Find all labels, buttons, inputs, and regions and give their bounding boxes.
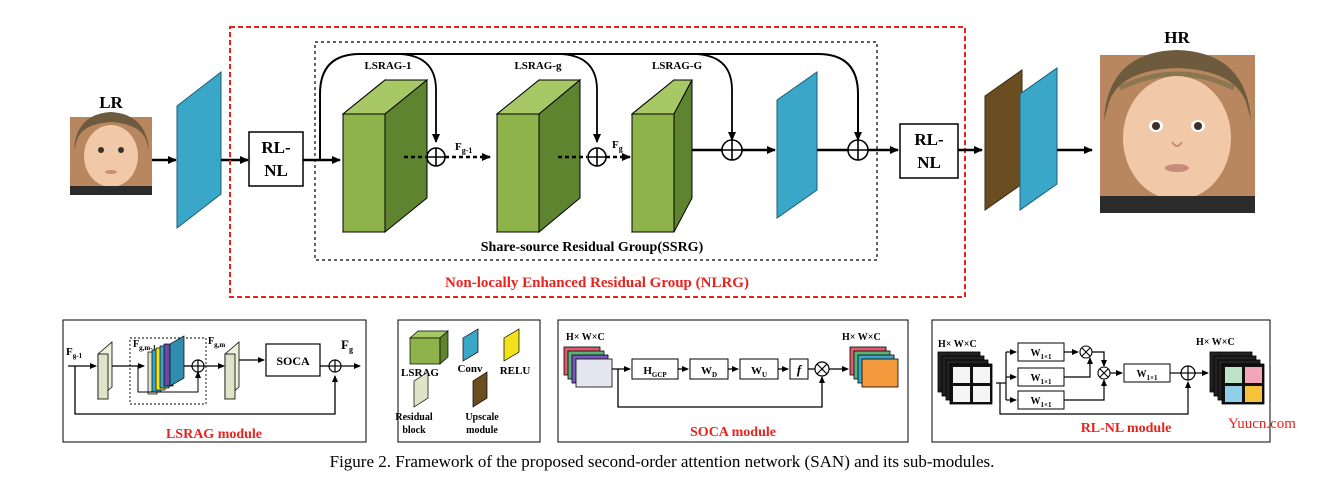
rlnl-in-line2: NL bbox=[264, 161, 288, 180]
sum-node-4 bbox=[847, 139, 869, 161]
rlnl-arrow-w2-mul1 bbox=[1064, 357, 1093, 378]
rlnl-sum-node bbox=[1180, 365, 1196, 381]
hr-label: HR bbox=[1164, 28, 1190, 47]
legend-relu-icon bbox=[503, 328, 520, 362]
f-g-label: Fg bbox=[612, 139, 623, 153]
skip-to-sum1 bbox=[395, 53, 440, 143]
conv-slab-ssrg bbox=[776, 71, 818, 219]
rlnl-multiply-node-2 bbox=[1097, 366, 1111, 380]
rlnl-arrow-w3-mul2 bbox=[1064, 379, 1107, 401]
rlnl-w-label-1: W1×1 bbox=[1031, 348, 1052, 361]
legend-residual-line2: block bbox=[402, 425, 426, 436]
sum-node-1 bbox=[426, 147, 446, 167]
lsrag-f-in-label: Fg-1 bbox=[66, 346, 83, 360]
legend-upscale-icon bbox=[472, 371, 488, 408]
lsrag-soca-box bbox=[265, 343, 321, 377]
legend-lsrag-icon bbox=[409, 330, 449, 365]
lsrag-inner-skip bbox=[137, 366, 201, 393]
share-source-skip bbox=[319, 53, 862, 160]
lsrag-inner-dashed bbox=[129, 337, 207, 405]
watermark-text: Yuucn.com bbox=[1228, 416, 1296, 432]
rlnl-out-line1: RL- bbox=[914, 130, 944, 149]
lsrag-residual-block-2 bbox=[224, 341, 240, 400]
legend-upscale-line2: module bbox=[466, 425, 498, 436]
soca-wu-label: WU bbox=[751, 365, 767, 379]
f-gm1-label: Fg-1 bbox=[455, 141, 472, 155]
lsrag-g-block bbox=[495, 78, 582, 234]
rlnl-w-label-4: W1×1 bbox=[1137, 369, 1158, 382]
rlnl-dims-in: H× W×C bbox=[938, 339, 977, 350]
lsrag-f-out-label: Fg bbox=[341, 337, 353, 354]
soca-module-panel bbox=[557, 319, 909, 443]
lsrag-G-block bbox=[630, 78, 693, 234]
upscale-slab bbox=[984, 69, 1023, 211]
legend-upscale-line1: Upscale bbox=[465, 412, 499, 423]
lsrag-sum-out bbox=[328, 359, 342, 373]
legend-residual-line1: Residual bbox=[395, 412, 432, 423]
rlnl-out-line2: NL bbox=[917, 153, 941, 172]
soca-output-stack bbox=[849, 346, 899, 388]
lsrag-1-label: LSRAG-1 bbox=[364, 60, 411, 72]
rlnl-in-line1: RL- bbox=[261, 138, 291, 157]
soca-wd-label: WD bbox=[701, 365, 717, 379]
lr-label: LR bbox=[99, 93, 123, 112]
legend-relu-label: RELU bbox=[500, 365, 531, 377]
rlnl-dims-out: H× W×C bbox=[1196, 337, 1235, 348]
rlnl-w-label-2: W1×1 bbox=[1031, 373, 1052, 386]
figure-caption: Figure 2. Framework of the proposed seco… bbox=[330, 452, 995, 471]
sum-node-3 bbox=[721, 139, 743, 161]
rlnl-module-title: RL-NL module bbox=[1081, 421, 1172, 436]
conv-slab-last bbox=[1019, 67, 1058, 211]
lsrag-module-panel bbox=[62, 319, 367, 443]
lsrag-soca-label: SOCA bbox=[276, 354, 310, 368]
legend-conv-label: Conv bbox=[457, 363, 483, 375]
lsrag-sum-inner bbox=[191, 359, 205, 373]
conv-slab-first bbox=[176, 70, 222, 230]
lsrag-f-gm1-label: Fg,m-1 bbox=[133, 339, 157, 352]
lsrag-f-gm-label: Fg,m bbox=[208, 336, 225, 349]
soca-dims-in: H× W×C bbox=[566, 332, 605, 343]
rlnl-arrow-mul1-mul2 bbox=[1092, 351, 1107, 367]
legend-conv-icon bbox=[462, 328, 479, 362]
rlnl-block-in bbox=[248, 131, 304, 187]
soca-dims-out: H× W×C bbox=[842, 332, 881, 343]
lr-image bbox=[70, 112, 152, 195]
lsrag-module-title: LSRAG module bbox=[166, 427, 262, 442]
soca-skip bbox=[617, 369, 825, 408]
rlnl-input-stack bbox=[937, 351, 993, 405]
soca-f-label: f bbox=[797, 362, 803, 377]
legend-residual-icon bbox=[413, 371, 429, 408]
sum-node-2 bbox=[587, 147, 607, 167]
soca-hgcp-label: HGCP bbox=[643, 365, 667, 379]
lsrag-G-label: LSRAG-G bbox=[652, 60, 703, 72]
rlnl-output-stack bbox=[1209, 351, 1265, 405]
lsrag-long-skip bbox=[74, 366, 338, 415]
lsrag-g-label: LSRAG-g bbox=[514, 60, 562, 72]
lsrag-feature-stack bbox=[147, 335, 185, 395]
nlrg-box bbox=[229, 26, 966, 298]
ssrg-label: Share-source Residual Group(SSRG) bbox=[481, 240, 704, 255]
soca-multiply-node bbox=[814, 361, 830, 377]
skip-to-sum2 bbox=[556, 53, 601, 143]
rlnl-residual-skip bbox=[999, 381, 1191, 415]
soca-module-title: SOCA module bbox=[690, 425, 776, 440]
nlrg-label: Non-locally Enhanced Residual Group (NLR… bbox=[445, 275, 749, 291]
skip-to-sum3 bbox=[691, 53, 736, 141]
soca-input-stack bbox=[563, 346, 613, 388]
hr-image bbox=[1100, 50, 1255, 213]
rlnl-w-label-3: W1×1 bbox=[1031, 396, 1052, 409]
rlnl-multiply-node-1 bbox=[1079, 345, 1093, 359]
lsrag-residual-block-1 bbox=[97, 341, 113, 400]
legend-lsrag-label: LSRAG bbox=[401, 367, 439, 379]
rlnl-block-out bbox=[899, 123, 959, 179]
